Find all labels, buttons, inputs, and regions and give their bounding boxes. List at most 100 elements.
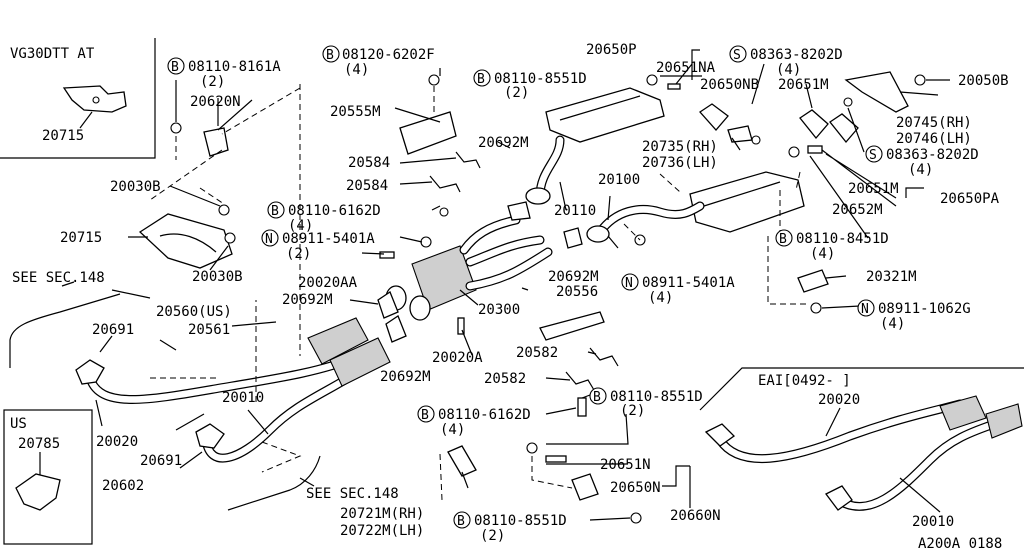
bolt-marker-letter: B — [421, 408, 429, 423]
label-see-sec148-a: SEE SEC.148 — [12, 270, 105, 286]
bolt-marker-letter: B — [779, 232, 787, 247]
nut-08911-1062g — [810, 302, 822, 314]
collar-20651na — [667, 83, 681, 90]
label-08363-8202d-b: 08363-8202D — [886, 147, 979, 163]
tail-pipe-flange — [586, 225, 610, 243]
label-20746-lh: 20746(LH) — [896, 131, 972, 147]
catalyst-upper — [307, 317, 369, 365]
bolt-marker-letter: B — [171, 60, 179, 75]
heat-shield-20785 — [15, 473, 61, 511]
nut-08911-5401a — [420, 236, 432, 248]
screw-marker-letter: S — [869, 148, 877, 163]
label-20650pa: 20650PA — [940, 191, 1000, 207]
eai-flange-b — [825, 485, 853, 511]
label-20651m-b: 20651M — [848, 181, 899, 197]
bolt-marker — [453, 511, 471, 529]
bracket-20721m-20722m — [447, 445, 477, 477]
label-20030b-b: 20030B — [192, 269, 243, 285]
label-20556: 20556 — [556, 284, 598, 300]
label-08110-8551d-c: 08110-8551D — [474, 513, 567, 529]
heat-shield-group — [138, 87, 301, 269]
inset-eai-frame — [699, 367, 1024, 411]
bolt-marker — [417, 405, 435, 423]
bolt-marker-letter: B — [457, 514, 465, 529]
gasket-20692m-b — [385, 315, 407, 343]
pipe-inner — [536, 136, 564, 200]
dashed-guide — [149, 87, 301, 205]
inset-vg30dtt: VG30DTT AT 20715 — [0, 38, 156, 159]
leader — [79, 111, 93, 129]
dashed-guide — [261, 441, 302, 473]
label-20722m-lh: 20722M(LH) — [340, 523, 424, 539]
bolt-marker — [167, 57, 185, 75]
label-08363-8202d-a: 08363-8202D — [750, 47, 843, 63]
label-08120-6202f-qty: (4) — [344, 62, 369, 78]
main-muffler-20650pa — [689, 171, 805, 233]
bolt-marker — [589, 387, 607, 405]
label-20692m-a: 20692M — [282, 292, 333, 308]
inset-us-frame — [3, 409, 93, 545]
mounting-rubber-20651m-a — [799, 109, 829, 140]
front-tube-assembly — [9, 84, 391, 511]
stud-20020aa — [379, 251, 395, 259]
label-08911-5401a-b-qty: (4) — [648, 290, 673, 306]
bracket-20582-a — [589, 347, 619, 367]
bolt-08110-8551d-c — [630, 512, 642, 524]
label-08110-6162d-b: 08110-6162D — [438, 407, 531, 423]
sensor-tube-sec148-b — [227, 455, 321, 511]
pipe-inner — [86, 352, 364, 403]
dashed-guide — [623, 171, 810, 305]
label-20050b: 20050B — [958, 73, 1009, 89]
bracket-20584-a — [455, 151, 481, 169]
nut-marker-letter: N — [625, 276, 633, 291]
bracket-20582-b — [565, 371, 595, 391]
label-20715: 20715 — [60, 230, 102, 246]
bolt-08110-8551d-a — [646, 74, 658, 86]
label-08110-8551d-c-qty: (2) — [480, 528, 505, 544]
inset-eai: EAI[0492- ] 20020 20010 — [699, 367, 1024, 530]
label-20692m-d: 20692M — [548, 269, 599, 285]
inset-eai-part-20010: 20010 — [912, 514, 954, 530]
muffler-seam — [559, 95, 641, 121]
mounting-rubber-20651m-b — [829, 113, 859, 144]
eai-catalyst-b — [985, 403, 1023, 439]
pipe-inner — [596, 202, 704, 236]
label-20692m-c: 20692M — [478, 135, 529, 151]
nut-marker-letter: N — [265, 232, 273, 247]
label-20602: 20602 — [102, 478, 144, 494]
label-20582-b: 20582 — [484, 371, 526, 387]
mufflers — [525, 71, 926, 314]
dashed-guide — [439, 453, 573, 501]
pipe-inner — [466, 236, 544, 266]
label-08110-6162d-b-qty: (4) — [440, 422, 465, 438]
label-20651m-a: 20651M — [778, 77, 829, 93]
label-08120-6202f: 08120-6202F — [342, 47, 435, 63]
bracket-20735-20736 — [727, 125, 753, 143]
label-08911-5401a-a: 08911-5401A — [282, 231, 375, 247]
label-20020: 20020 — [96, 434, 138, 450]
label-08911-5401a-b: 08911-5401A — [642, 275, 735, 291]
inset-eai-title: EAI[0492- ] — [758, 373, 851, 389]
label-20721m-rh: 20721M(RH) — [340, 506, 424, 522]
leader — [825, 407, 841, 437]
label-20745-rh: 20745(RH) — [896, 115, 972, 131]
label-20582-a: 20582 — [516, 345, 558, 361]
collar-20651n — [545, 455, 567, 463]
hanger-20321m — [797, 269, 829, 293]
label-20020aa: 20020AA — [298, 275, 358, 291]
bracket-20584-b — [429, 175, 461, 193]
label-20110: 20110 — [554, 203, 596, 219]
screw-marker-letter: S — [733, 48, 741, 63]
bolt-marker-letter: B — [326, 48, 334, 63]
label-20651n: 20651N — [600, 457, 651, 473]
shield-rib — [159, 233, 217, 253]
bolt-08110-6162d-a — [439, 207, 449, 217]
insulator-20556 — [539, 311, 605, 341]
label-20020a: 20020A — [432, 350, 483, 366]
nut-marker-letter: N — [861, 302, 869, 317]
inset-us: US 20785 — [3, 409, 93, 545]
label-20692m-b: 20692M — [380, 369, 431, 385]
bracket-hole — [92, 96, 100, 104]
nut-20030b-b — [224, 232, 236, 244]
